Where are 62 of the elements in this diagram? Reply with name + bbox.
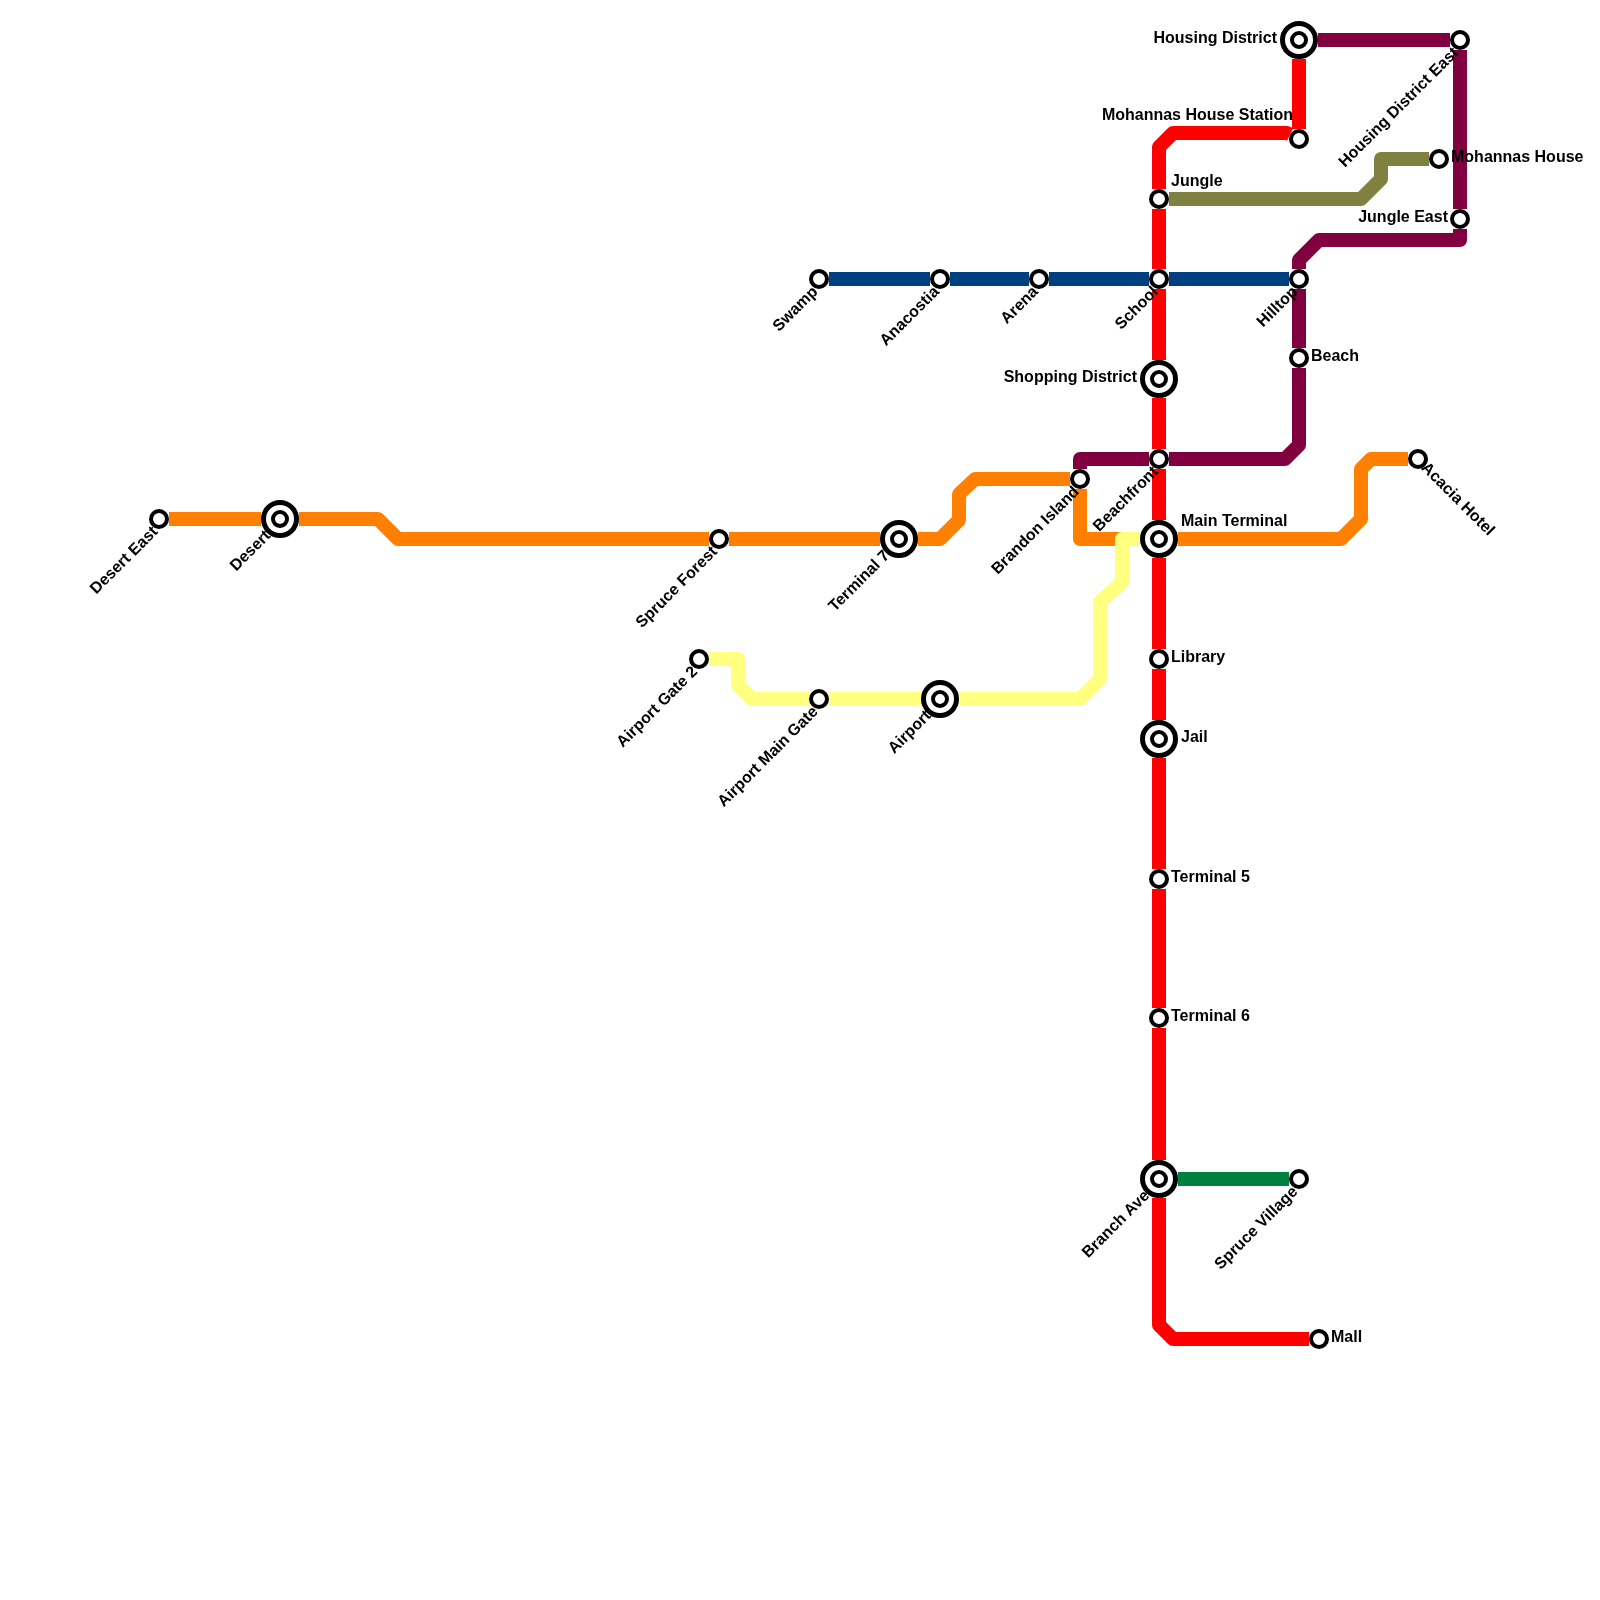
route-line xyxy=(1152,669,1166,720)
route-line xyxy=(1453,50,1467,209)
route-line xyxy=(918,472,1070,546)
route-line xyxy=(299,512,709,546)
station-label: Terminal 5 xyxy=(1171,867,1250,887)
station-stop xyxy=(1149,189,1169,209)
route-line xyxy=(1152,758,1166,869)
station-stop xyxy=(1450,209,1470,229)
route-line xyxy=(829,692,921,706)
station-stop xyxy=(930,269,950,289)
route-line xyxy=(1292,59,1306,129)
route-line xyxy=(1152,558,1166,649)
route-line xyxy=(1152,289,1166,360)
route-line xyxy=(1178,452,1408,546)
route-line xyxy=(1152,1028,1166,1160)
station-label: Main Terminal xyxy=(1181,511,1288,531)
station-label: Jungle East xyxy=(1358,207,1448,227)
station-stop xyxy=(1029,269,1049,289)
route-line xyxy=(1049,272,1149,286)
station-stop xyxy=(1149,869,1169,889)
route-line xyxy=(829,272,930,286)
station-stop xyxy=(1289,269,1309,289)
station-stop xyxy=(1289,129,1309,149)
station-stop xyxy=(1309,1329,1329,1349)
route-line xyxy=(169,512,261,526)
station-label: Jail xyxy=(1181,727,1208,747)
station-label: Mall xyxy=(1331,1327,1363,1347)
interchange-station xyxy=(1140,360,1178,398)
station-stop xyxy=(1149,649,1169,669)
station-stop xyxy=(809,269,829,289)
route-line xyxy=(709,652,809,706)
route-line xyxy=(1292,229,1467,269)
route-line xyxy=(1073,452,1149,469)
route-line xyxy=(1152,889,1166,1008)
route-line xyxy=(1152,398,1166,449)
route-line xyxy=(1318,33,1450,47)
route-line xyxy=(1152,126,1294,189)
station-label: Jungle xyxy=(1171,171,1223,191)
station-label: Beach xyxy=(1311,346,1360,366)
station-stop xyxy=(809,689,829,709)
route-line xyxy=(1292,289,1306,348)
route-line xyxy=(1169,152,1429,206)
route-line xyxy=(1152,209,1166,269)
interchange-station xyxy=(1280,21,1318,59)
station-label: Shopping District xyxy=(1003,367,1137,387)
station-stop xyxy=(1289,1169,1309,1189)
route-line xyxy=(1169,368,1306,466)
route-line xyxy=(959,532,1140,706)
station-stop xyxy=(1289,348,1309,368)
interchange-station xyxy=(1140,720,1178,758)
station-stop xyxy=(1149,1008,1169,1028)
station-stop xyxy=(1429,149,1449,169)
station-label: Library xyxy=(1171,647,1226,667)
station-label: Housing District xyxy=(1153,28,1277,48)
route-line xyxy=(1169,272,1289,286)
station-label: Terminal 6 xyxy=(1171,1006,1250,1026)
route-line xyxy=(729,532,880,546)
route-line xyxy=(1178,1172,1289,1186)
route-line xyxy=(1152,1198,1309,1346)
route-line xyxy=(1152,469,1166,520)
station-label: Mohannas House Station xyxy=(1101,105,1293,125)
route-line xyxy=(950,272,1029,286)
